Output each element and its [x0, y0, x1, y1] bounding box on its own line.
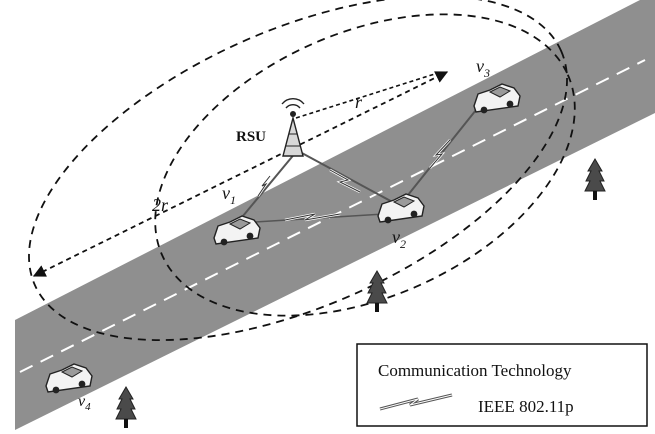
- legend-title: Communication Technology: [378, 361, 572, 380]
- vehicle-label-v3: v3: [476, 56, 490, 80]
- vehicle-label-v2: v2: [392, 227, 406, 251]
- wireless-link-icon: [429, 139, 451, 169]
- rsu-label: RSU: [236, 129, 266, 145]
- legend-item-label: IEEE 802.11p: [478, 397, 574, 416]
- wireless-link-icon: [257, 175, 271, 197]
- tower-icon: [281, 98, 305, 157]
- vehicle-label-v1: v1: [222, 183, 236, 207]
- radius-label: r: [355, 92, 363, 112]
- diameter-label: 2r: [152, 195, 169, 215]
- diameter-arrow: [32, 71, 449, 277]
- rsu-link-v1: [237, 151, 297, 223]
- range-ellipse-large: [28, 0, 568, 341]
- vehicle-label-v4: v4: [78, 393, 91, 413]
- wireless-link-icon: [329, 169, 361, 193]
- wireless-link-icon: [284, 213, 341, 221]
- tree-icon: [115, 386, 137, 429]
- tree-icon: [366, 270, 388, 313]
- legend: Communication Technology IEEE 802.11p: [356, 343, 648, 427]
- radius-arrow: [295, 71, 442, 119]
- rsu-link-v2: [299, 151, 399, 206]
- tree-icon: [584, 158, 606, 201]
